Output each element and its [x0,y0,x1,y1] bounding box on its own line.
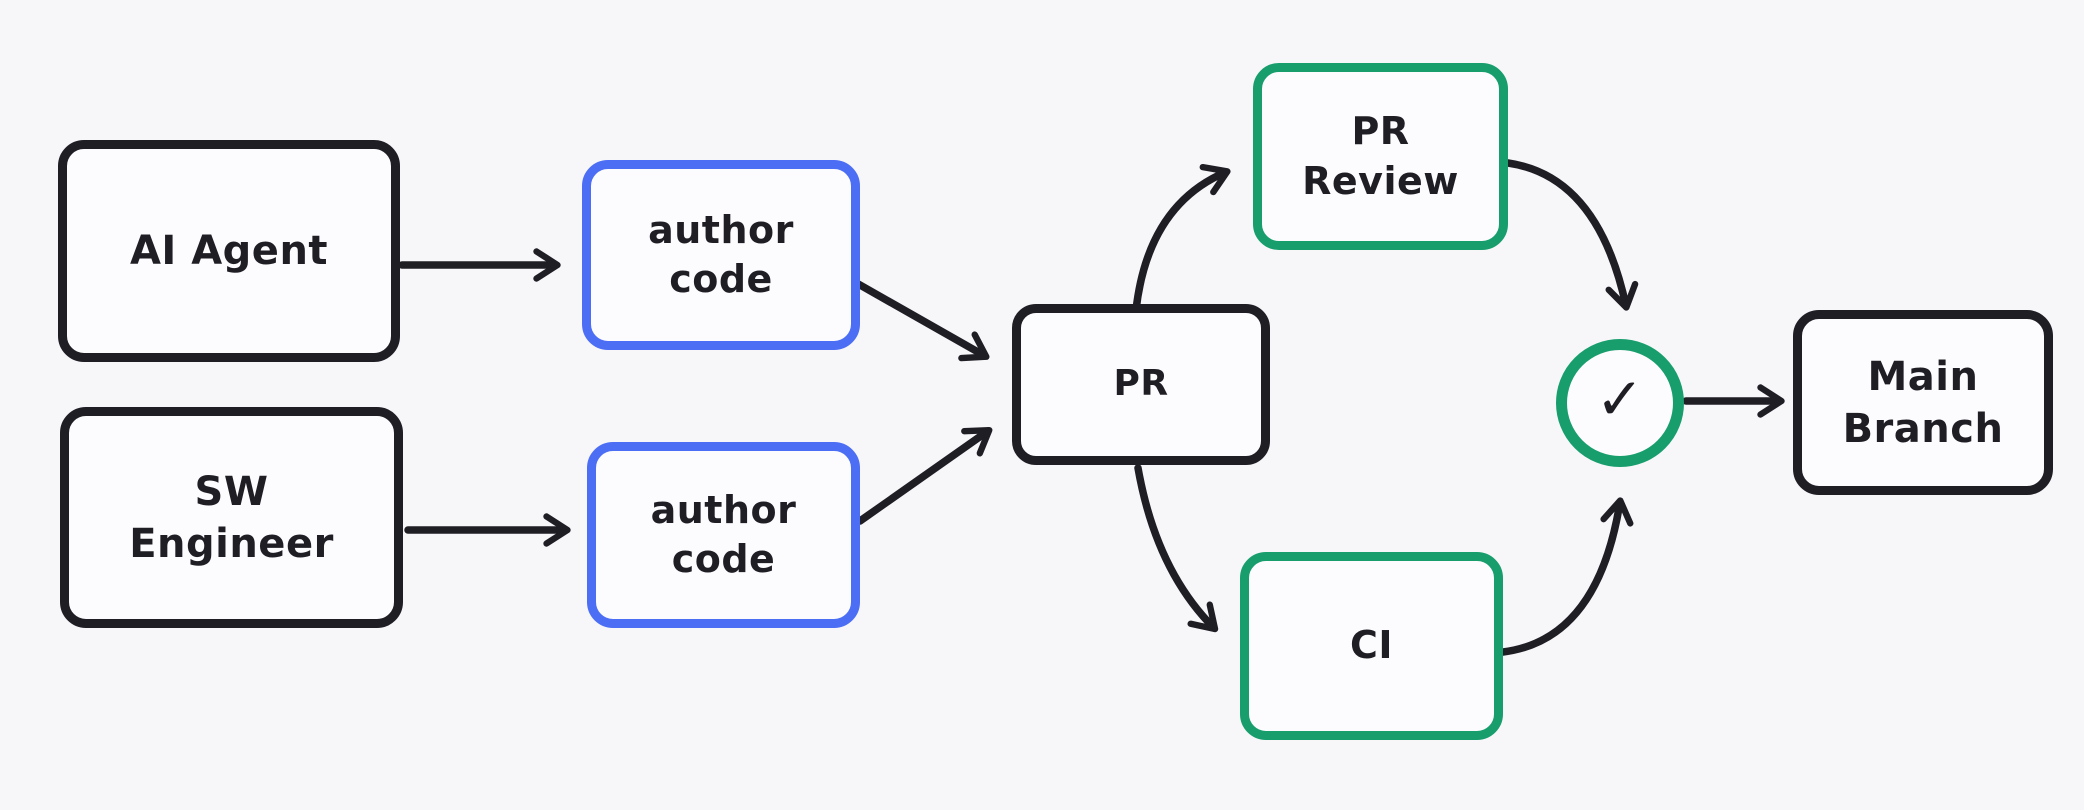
node-pr-review: PR Review [1253,63,1508,250]
arrow-pr-review-to-check [1504,159,1639,311]
arrow-pr-to-ci [1134,464,1219,633]
node-main-branch: Main Branch [1793,310,2053,495]
node-author-code-bottom: author code [587,442,860,628]
node-author-code-top-label: author code [648,207,794,301]
arrow-author-code-bottom-to-pr [856,426,993,525]
checks-passed-badge: ✓ [1556,339,1684,467]
node-author-code-top: author code [582,160,860,350]
node-sw-engineer-label: SW Engineer [129,468,334,567]
node-ai-agent: AI Agent [58,140,400,362]
node-pr-review-label: PR Review [1302,109,1459,203]
arrow-pr-to-pr-review [1132,163,1231,314]
arrow-author-code-top-to-pr [849,277,990,362]
node-main-branch-label: Main Branch [1842,353,2004,452]
node-ci: CI [1240,552,1503,740]
node-ai-agent-label: AI Agent [129,228,329,274]
node-pr-label: PR [1113,363,1169,405]
node-ci-label: CI [1349,623,1394,668]
node-pr: PR [1012,304,1270,465]
checkmark-icon: ✓ [1595,365,1645,434]
arrow-ci-to-check [1499,497,1634,656]
node-sw-engineer: SW Engineer [60,407,403,628]
node-author-code-bottom-label: author code [650,487,797,581]
